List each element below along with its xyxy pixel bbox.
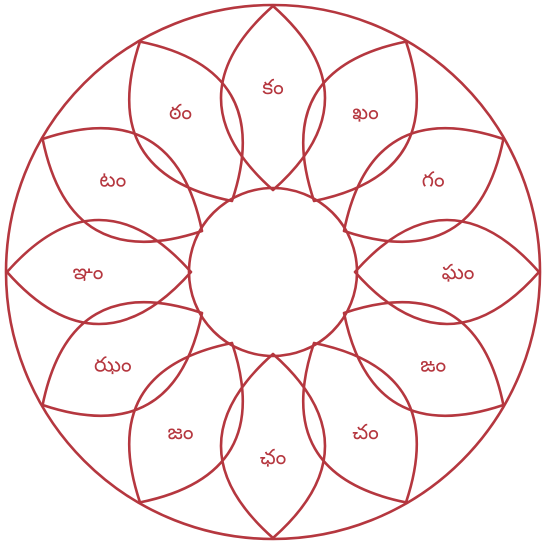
petal-label: ఛం	[260, 445, 287, 469]
petal-label: చం	[352, 420, 379, 444]
petal-label: ఖం	[352, 100, 379, 124]
petal-label: ఞం	[73, 260, 104, 284]
petal-label: ఙం	[420, 353, 446, 377]
petal-label: ఘం	[442, 260, 475, 284]
center-circle	[189, 188, 357, 356]
petal-label: ఠం	[169, 100, 192, 124]
petal-label: ఝం	[94, 353, 132, 377]
petal-label: గం	[422, 168, 445, 192]
petal-label: కం	[262, 75, 284, 99]
petal-label: జం	[168, 420, 194, 444]
petal-label: టం	[99, 168, 126, 192]
